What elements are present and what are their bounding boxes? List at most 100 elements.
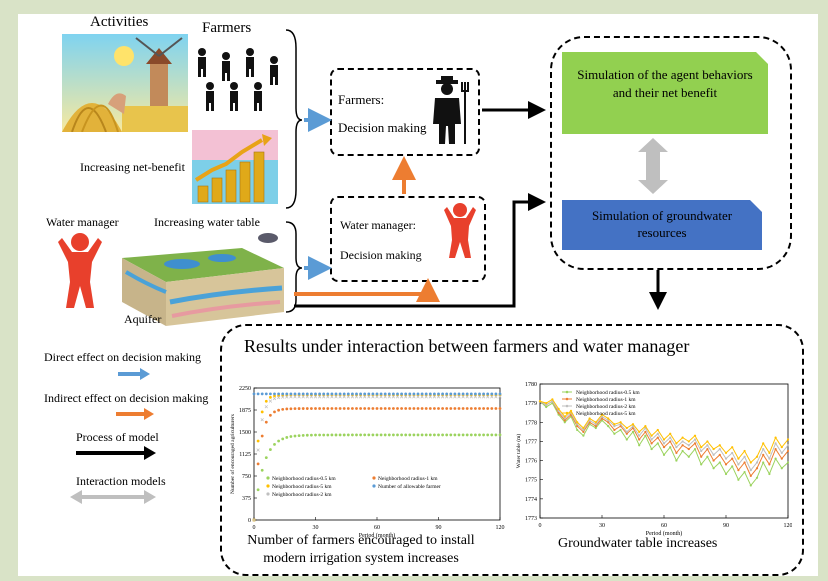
data-point — [478, 433, 481, 437]
data-point — [743, 470, 746, 474]
data-point — [375, 433, 379, 437]
data-point — [392, 407, 395, 410]
data-point — [342, 407, 346, 410]
data-point — [482, 392, 485, 396]
data-point — [712, 459, 715, 462]
data-point — [693, 438, 697, 441]
data-point — [256, 488, 260, 492]
data-point — [774, 436, 777, 439]
interaction-double-arrow — [638, 138, 668, 194]
data-point — [346, 407, 350, 410]
data-point — [387, 395, 391, 399]
data-point — [424, 392, 428, 396]
data-point — [433, 433, 436, 437]
data-point — [367, 433, 371, 437]
data-point — [774, 457, 777, 460]
data-point — [428, 407, 432, 410]
data-point — [428, 392, 432, 396]
data-point — [656, 436, 659, 439]
data-point — [582, 428, 585, 432]
legend-marker — [372, 484, 376, 488]
data-point — [477, 395, 482, 399]
data-point — [638, 434, 641, 437]
legend-entry: Neighborhood radius-0.5 km — [272, 476, 336, 482]
data-point — [594, 423, 597, 426]
data-point — [359, 392, 362, 396]
data-point — [264, 420, 268, 424]
legend-entry: Neighborhood radius-1 km — [576, 397, 636, 403]
data-point — [662, 453, 666, 456]
data-point — [582, 426, 585, 430]
data-point — [346, 392, 350, 396]
water-manager-icon — [444, 203, 476, 258]
data-point — [396, 392, 399, 396]
data-point — [706, 440, 709, 443]
legend-direct-label: Direct effect on decision making — [44, 350, 202, 364]
data-point — [449, 433, 453, 437]
legend-process-arrow — [76, 446, 156, 460]
data-point — [322, 395, 326, 399]
data-point — [269, 448, 272, 451]
x-tick-label: 30 — [599, 523, 605, 529]
data-point — [396, 433, 399, 437]
data-point — [363, 433, 367, 437]
data-point — [445, 433, 449, 437]
legend-marker — [266, 476, 270, 480]
data-point — [638, 438, 641, 441]
data-point — [269, 413, 272, 417]
data-point — [569, 409, 573, 412]
data-point — [441, 433, 444, 437]
data-point — [314, 433, 317, 437]
data-point — [285, 395, 289, 399]
water-manager-decision-box — [330, 196, 486, 282]
y-tick-label: 1774 — [525, 497, 537, 503]
data-point — [367, 407, 371, 410]
data-point — [786, 461, 790, 464]
data-point — [383, 392, 387, 396]
data-point — [650, 447, 653, 451]
data-point — [330, 407, 334, 410]
data-point — [631, 430, 635, 433]
data-point — [724, 463, 728, 466]
data-point — [762, 447, 765, 451]
data-point — [749, 461, 752, 464]
data-point — [281, 437, 285, 441]
data-point — [400, 433, 403, 437]
data-point — [786, 449, 790, 453]
data-point — [277, 408, 280, 412]
data-point — [576, 423, 579, 426]
data-point — [273, 392, 276, 396]
y-tick-label: 1777 — [525, 439, 537, 445]
data-point — [305, 395, 309, 399]
data-point — [687, 455, 690, 458]
data-point — [465, 407, 469, 410]
data-point — [712, 447, 715, 451]
data-point — [445, 392, 449, 396]
data-point — [700, 463, 703, 466]
data-point — [461, 395, 465, 399]
data-point — [326, 407, 330, 410]
data-point — [638, 444, 641, 447]
data-point — [486, 407, 490, 410]
data-point — [281, 392, 285, 396]
legend-marker — [565, 390, 569, 394]
data-point — [269, 392, 272, 396]
data-point — [669, 440, 672, 443]
data-point — [669, 432, 672, 435]
data-point — [342, 433, 346, 437]
data-point — [301, 392, 305, 396]
data-point — [594, 426, 597, 430]
farmers-icon-group — [198, 48, 278, 111]
data-point — [498, 433, 502, 437]
legend-direct-arrow — [118, 368, 150, 380]
data-point — [408, 392, 412, 396]
groundwater-simulation-text: Simulation of groundwater resources — [591, 208, 733, 240]
data-point — [424, 395, 428, 399]
agent-simulation-shape — [562, 52, 768, 134]
data-point — [285, 392, 289, 396]
data-point — [545, 405, 548, 409]
data-point — [359, 407, 362, 410]
data-point — [269, 395, 272, 399]
data-point — [322, 392, 326, 396]
